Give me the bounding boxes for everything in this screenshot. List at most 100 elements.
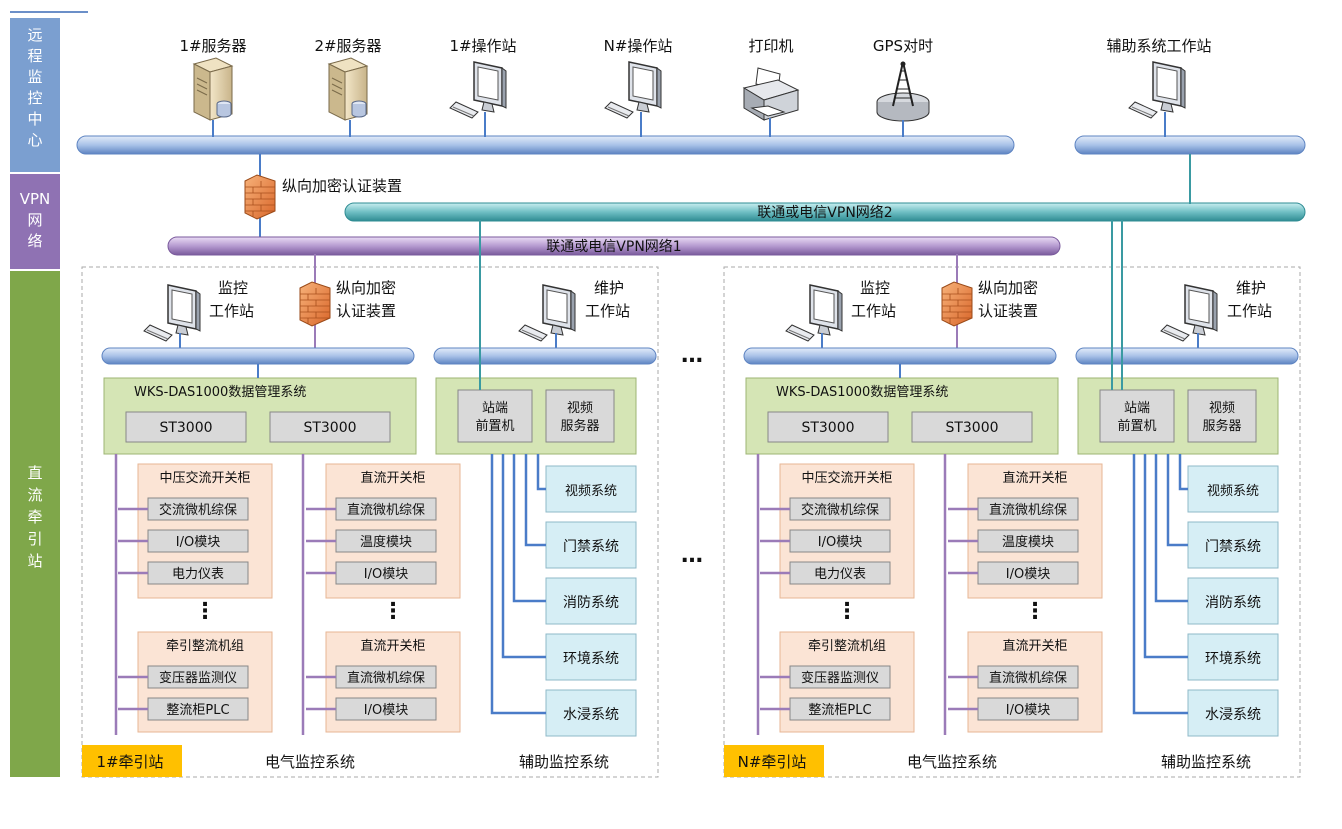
aux-link-line [1166, 454, 1188, 547]
operator-station-1-label: 1#操作站 [449, 37, 516, 55]
aux-system-label: 消防系统 [563, 595, 619, 611]
dc-switchgear-box-1-item-label: 温度模块 [360, 534, 412, 550]
aux-link-line [1143, 454, 1188, 659]
dc-switchgear-box-2-item-label: 直流微机综保 [989, 671, 1067, 686]
section-vpn-char: 络 [27, 232, 42, 250]
operator-station-n-icon [604, 61, 662, 119]
front-end-label: 前置机 [1117, 418, 1156, 434]
station-name: 1#牵引站 [96, 753, 163, 771]
aux-link-line [1132, 454, 1188, 715]
station-firewall-icon [941, 281, 973, 327]
dc-switchgear-box-2-title: 直流开关柜 [1002, 639, 1067, 654]
aux-link-line [1178, 454, 1188, 491]
aux-system-box [1187, 465, 1279, 513]
aux-system-box [1187, 577, 1279, 625]
station-frame [81, 266, 659, 778]
front-end-label: 前置机 [475, 418, 514, 434]
monitor-workstation-icon [143, 284, 201, 342]
section-vpn-char: VPN [20, 190, 51, 208]
aux-link-line [512, 454, 546, 603]
vpn2-label: 联通或电信VPN网络2 [757, 205, 892, 221]
server-2-label: 2#服务器 [314, 37, 381, 55]
aux-system-box [1187, 633, 1279, 681]
ac-switchgear-box-item-label: 交流微机综保 [801, 502, 879, 518]
das-system-title: WKS-DAS1000数据管理系统 [776, 385, 948, 400]
section-vpn-char: 网 [27, 211, 42, 229]
maintenance-workstation-icon [518, 284, 576, 342]
section-remote-char: 监 [27, 68, 42, 86]
video-server [1187, 389, 1257, 443]
monitor-ws-label: 工作站 [209, 302, 254, 320]
st3000-left-label: ST3000 [159, 420, 212, 436]
maint-ws-label: 工作站 [585, 302, 630, 320]
station-aux-bus [433, 347, 657, 365]
server-1-label: 1#服务器 [179, 37, 246, 55]
rectifier-unit-box-item-label: 整流柜PLC [166, 703, 229, 718]
st3000-right [911, 411, 1033, 443]
section-remote-char: 控 [27, 89, 42, 107]
section-remote-char: 程 [27, 47, 42, 65]
vertical-ellipsis: ⋮ [836, 599, 858, 624]
operator-station-n-label: N#操作站 [604, 37, 673, 55]
aux-monitoring-label: 辅助监控系统 [1161, 753, 1251, 771]
center-firewall-icon [244, 174, 276, 220]
monitor-workstation-icon [785, 284, 843, 342]
aux-system-label: 门禁系统 [1205, 539, 1261, 555]
operator-station-1-icon [449, 61, 507, 119]
dc-switchgear-box-2-item-label: 直流微机综保 [347, 671, 425, 686]
aux-system-label: 水浸系统 [1205, 707, 1261, 723]
aux-system-label: 消防系统 [1205, 595, 1261, 611]
station-frame [723, 266, 1301, 778]
section-substation-char: 引 [27, 530, 42, 548]
station-aux-bus [1075, 347, 1299, 365]
ac-switchgear-box-item-label: I/O模块 [818, 535, 862, 550]
monitor-ws-label: 工作站 [851, 302, 896, 320]
aux-system-label: 环境系统 [1205, 651, 1261, 667]
ac-switchgear-box-item-label: I/O模块 [176, 535, 220, 550]
section-substation [10, 271, 60, 777]
ac-switchgear-box-item-label: 电力仪表 [814, 567, 866, 582]
dc-switchgear-box-2-item-label: I/O模块 [1006, 703, 1050, 718]
aux-system-box [545, 633, 637, 681]
dc-switchgear-box-1-item-label: I/O模块 [1006, 567, 1050, 582]
horizontal-ellipsis: … [681, 543, 703, 568]
video-server-label: 视频 [567, 401, 593, 416]
ac-switchgear-box-item-label: 电力仪表 [172, 567, 224, 582]
station-firewall-icon [299, 281, 331, 327]
top-bus [76, 135, 1306, 155]
aux-link-line [1154, 454, 1188, 603]
aux-system-box [1187, 689, 1279, 737]
section-remote-char: 远 [27, 26, 42, 44]
dc-switchgear-box-1-item-label: I/O模块 [364, 567, 408, 582]
ac-switchgear-box-title: 中压交流开关柜 [159, 470, 250, 486]
gps-clock-label: GPS对时 [873, 37, 933, 55]
aux-link-line [536, 454, 546, 491]
dc-switchgear-box-1-title: 直流开关柜 [360, 471, 425, 486]
gps-clock-icon [876, 61, 930, 122]
station-firewall-label: 认证装置 [336, 302, 396, 320]
monitor-ws-label: 监控 [218, 279, 248, 297]
st3000-left [767, 411, 889, 443]
station-firewall-label: 认证装置 [978, 302, 1038, 320]
station-electrical-bus [743, 347, 1057, 365]
dc-switchgear-box-2-item-label: I/O模块 [364, 703, 408, 718]
horizontal-ellipsis: … [681, 343, 703, 368]
st3000-right-label: ST3000 [945, 420, 998, 436]
section-remote-char: 中 [27, 110, 42, 128]
video-server [545, 389, 615, 443]
aux-system-box [545, 577, 637, 625]
aux-system-label: 视频系统 [1207, 484, 1259, 499]
front-end-label: 站端 [1124, 401, 1150, 416]
printer-icon [742, 67, 800, 121]
st3000-right [269, 411, 391, 443]
aux-workstation-icon [1128, 61, 1186, 119]
maint-ws-label: 维护 [1236, 279, 1266, 297]
dc-switchgear-box-2-title: 直流开关柜 [360, 639, 425, 654]
aux-system-box [1187, 521, 1279, 569]
dc-switchgear-box-1-title: 直流开关柜 [1002, 471, 1067, 486]
front-end-machine [1099, 389, 1175, 443]
video-server-label: 服务器 [560, 418, 599, 434]
section-substation-char: 流 [27, 486, 42, 504]
rectifier-unit-box-title: 牵引整流机组 [166, 639, 244, 654]
